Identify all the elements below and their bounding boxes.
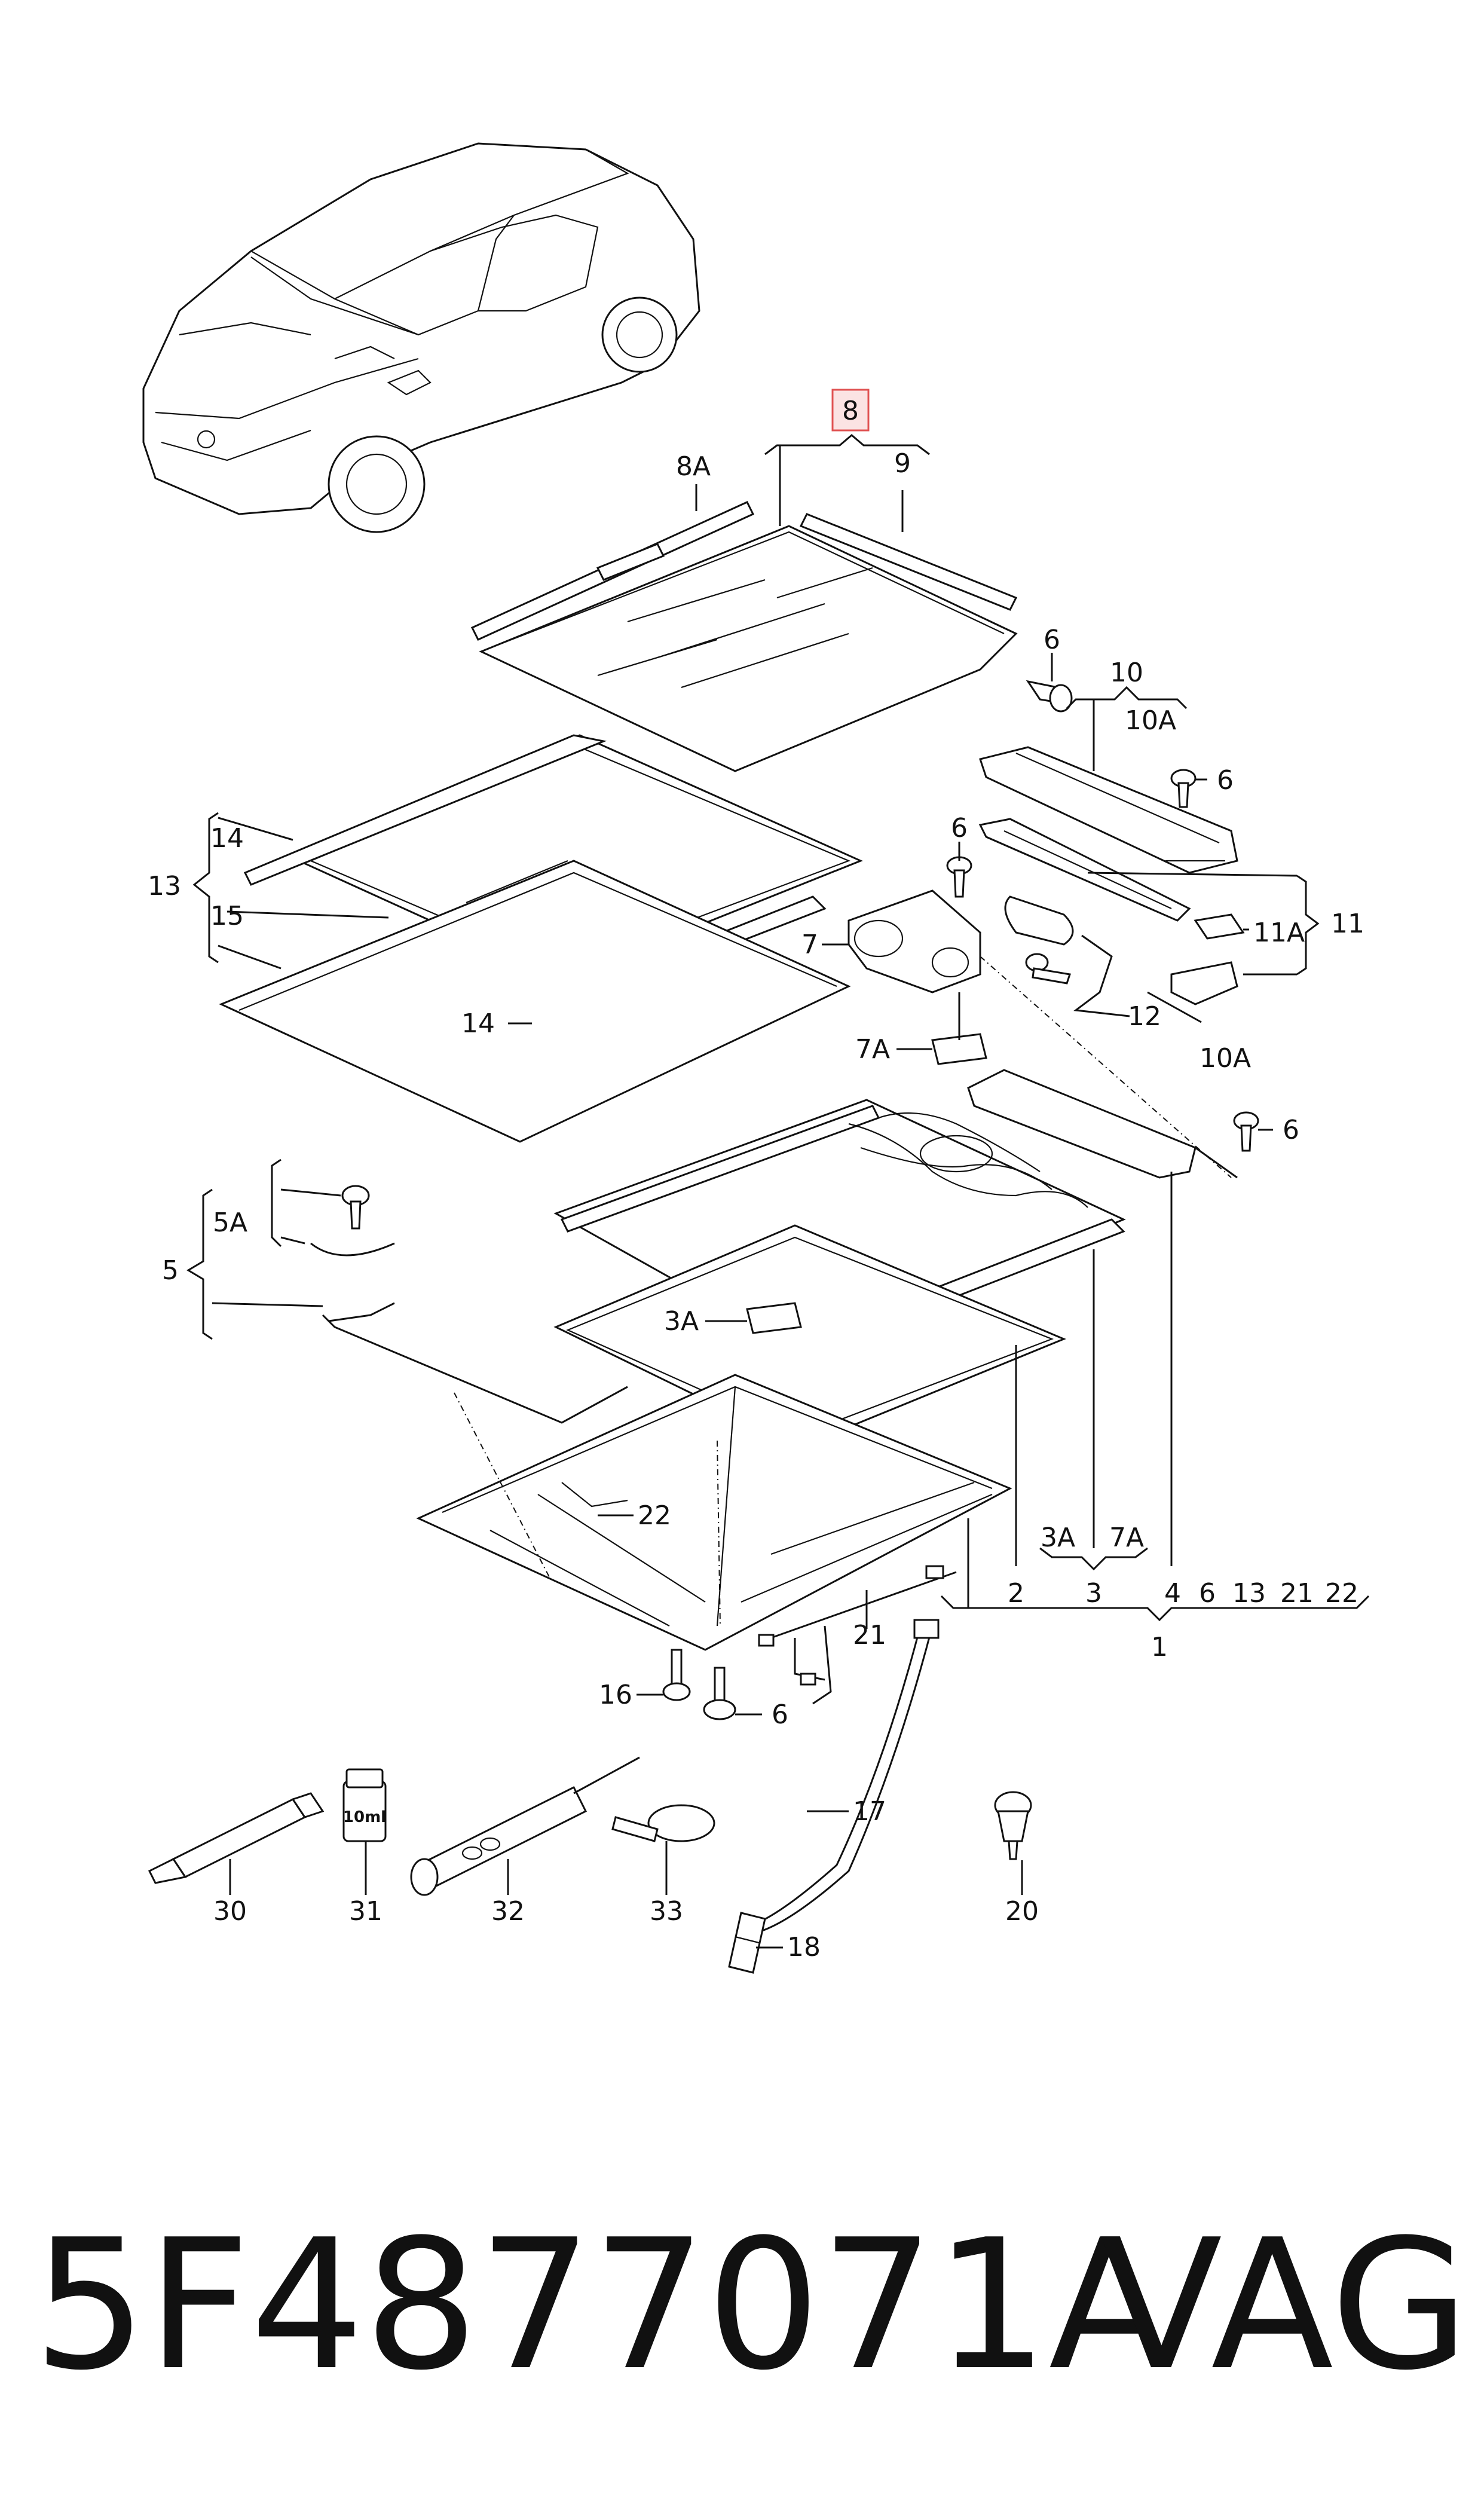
seal-strip-9 — [799, 513, 1018, 611]
sensor-capsule — [1004, 895, 1074, 946]
hose-end-18 — [728, 1912, 766, 1974]
bolt-6-module — [703, 1667, 736, 1720]
seal-strip-14-top — [243, 734, 607, 886]
clip-20 — [994, 1791, 1032, 1860]
callout-12: 12 — [1128, 1001, 1161, 1032]
callout-7a-sub: 7A — [1109, 1523, 1144, 1553]
callout-11: 11 — [1331, 909, 1364, 939]
motor-7 — [847, 889, 981, 993]
caption: 5F4877071A VAG — [33, 2201, 1469, 2410]
callout-6-sub: 6 — [1199, 1578, 1216, 1609]
headliner-panel — [219, 860, 851, 1143]
callout-6-module: 6 — [772, 1699, 788, 1730]
callout-22: 22 — [638, 1500, 671, 1531]
bolt-6-cover — [1233, 1111, 1259, 1152]
callout-22-sub: 22 — [1325, 1578, 1358, 1609]
guide-rail-10 — [979, 746, 1238, 874]
guide-rail-11 — [978, 818, 1191, 922]
clip-7a — [931, 1033, 987, 1065]
callout-8: 8 — [842, 396, 859, 426]
bolt-6-glass — [1026, 680, 1073, 713]
callout-3a: 3A — [664, 1306, 699, 1337]
callout-7: 7 — [801, 930, 818, 960]
callout-21-sub: 21 — [1280, 1578, 1314, 1609]
callout-8-highlight-box — [831, 389, 870, 432]
callout-6: 6 — [1044, 625, 1060, 655]
callout-9: 9 — [894, 448, 911, 479]
callout-15: 15 — [210, 901, 244, 931]
callout-3: 3 — [1085, 1578, 1102, 1609]
bottle-label: 10ml — [343, 1808, 386, 1826]
clip-3a — [746, 1302, 802, 1334]
callout-6-motor: 6 — [951, 813, 968, 843]
part-number: 5F4877071A — [33, 2201, 1172, 2410]
callout-5: 5 — [162, 1255, 179, 1286]
callout-7a: 7A — [855, 1034, 890, 1065]
bolt-16 — [662, 1649, 691, 1701]
bolt-6-motor — [946, 856, 972, 898]
callout-4: 4 — [1164, 1578, 1181, 1609]
callout-18: 18 — [787, 1932, 821, 1962]
cable-5 — [322, 1302, 628, 1424]
callout-5a: 5A — [213, 1207, 247, 1238]
seal-strip-8a — [470, 501, 755, 641]
brand-name: VAG — [1100, 2201, 1469, 2410]
callout-31: 31 — [349, 1896, 383, 1927]
callout-32: 32 — [491, 1896, 525, 1927]
bottle-31: 10ml — [342, 1768, 387, 1842]
bracket-10a — [1170, 961, 1238, 1005]
callout-10a-bracket: 10A — [1200, 1043, 1251, 1074]
cable-tie-33 — [611, 1804, 715, 1842]
callout-3a-sub: 3A — [1041, 1523, 1075, 1553]
callout-13-sub: 13 — [1232, 1578, 1266, 1609]
callout-6-cover: 6 — [1283, 1115, 1299, 1145]
syringe-32 — [410, 1756, 640, 1896]
roof-module-1 — [416, 1374, 1012, 1651]
car-illustration — [142, 142, 700, 533]
callout-30: 30 — [213, 1896, 247, 1927]
drain-hose-17 — [752, 1619, 940, 1932]
clip-11a — [1194, 913, 1245, 940]
cable-5a — [310, 1242, 395, 1257]
callout-10a: 10A — [1125, 705, 1176, 736]
tube-30 — [148, 1792, 325, 1884]
bolt-6-rail — [1170, 769, 1197, 808]
bolt-12 — [1025, 953, 1071, 985]
callout-20: 20 — [1005, 1896, 1039, 1927]
callout-14-top: 14 — [210, 823, 244, 854]
callout-6-rail: 6 — [1217, 765, 1234, 796]
callout-33: 33 — [650, 1896, 683, 1927]
callout-10: 10 — [1110, 658, 1143, 688]
callout-16: 16 — [599, 1680, 632, 1710]
cover-panel-4 — [967, 1069, 1197, 1179]
wire-harness-21 — [758, 1565, 957, 1705]
callout-2: 2 — [1008, 1578, 1024, 1609]
callout-11a: 11A — [1253, 918, 1305, 948]
callout-1: 1 — [1151, 1632, 1168, 1662]
callout-labels: 8 8A 9 6 10 10A 6 14 13 15 6 7 11A 11 12… — [148, 389, 1364, 1962]
callout-8a: 8A — [676, 451, 711, 482]
callout-13: 13 — [148, 871, 181, 901]
glass-panel — [479, 525, 1018, 772]
callout-21: 21 — [853, 1620, 886, 1650]
bolt-6-cable — [341, 1185, 370, 1230]
callout-17: 17 — [853, 1796, 886, 1827]
leader-lines — [186, 434, 1370, 1949]
callout-14-bottom: 14 — [461, 1008, 495, 1039]
